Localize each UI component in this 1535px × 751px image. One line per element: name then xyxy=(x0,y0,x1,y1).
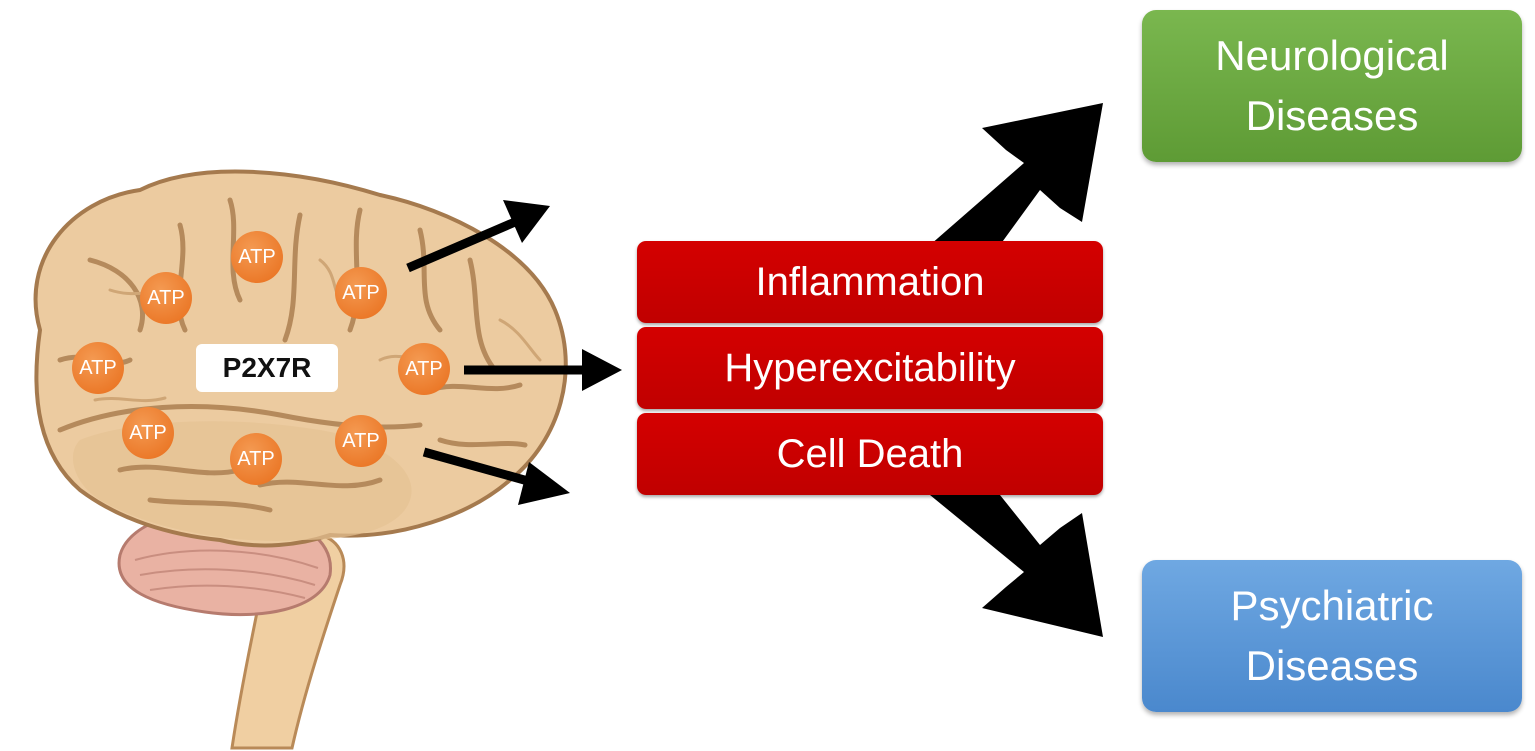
cerebellum-folds xyxy=(134,549,319,599)
arrow-upper xyxy=(406,200,550,273)
arrow-middle xyxy=(464,349,622,391)
atp-marker: ATP xyxy=(335,267,387,319)
effect-box-inflammation: Inflammation xyxy=(637,241,1103,323)
outcome-box-neurological: Neurological Diseases xyxy=(1142,10,1522,162)
atp-marker: ATP xyxy=(231,231,283,283)
atp-marker: ATP xyxy=(140,272,192,324)
outcome-line: Neurological xyxy=(1215,32,1449,79)
outcome-box-psychiatric: Psychiatric Diseases xyxy=(1142,560,1522,712)
effect-box-cell-death: Cell Death xyxy=(637,413,1103,495)
atp-marker: ATP xyxy=(72,342,124,394)
arrow-to-psychiatric xyxy=(930,495,1103,637)
arrow-to-neurological xyxy=(930,103,1103,245)
outcome-line: Diseases xyxy=(1245,92,1419,139)
outcome-line: Diseases xyxy=(1245,642,1419,689)
outcome-line: Psychiatric xyxy=(1230,582,1434,629)
receptor-label: P2X7R xyxy=(196,344,338,392)
atp-marker: ATP xyxy=(398,343,450,395)
atp-marker: ATP xyxy=(335,415,387,467)
atp-marker: ATP xyxy=(230,433,282,485)
atp-marker: ATP xyxy=(122,407,174,459)
effect-box-hyperexcitability: Hyperexcitability xyxy=(637,327,1103,409)
arrow-lower xyxy=(422,447,570,505)
